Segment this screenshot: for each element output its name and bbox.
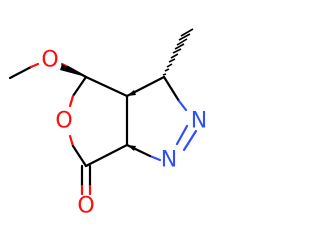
ring-oxygen-label: O: [55, 109, 72, 134]
bond-c4-to-c3a: [84, 75, 129, 98]
wedge-bond-c4-to-methoxy-oxygen: [60, 64, 86, 77]
bond-c6-to-c6a: [84, 143, 129, 168]
structure-canvas: O O O N N: [8, 28, 208, 219]
methoxy-oxygen-label: O: [41, 48, 58, 73]
bond-c4-to-ring-oxygen: [71, 75, 88, 98]
bond-methoxy-oxygen-to-c4: [66, 65, 88, 79]
wedge-bond-c3a-stereo: [127, 90, 136, 96]
bond-n-n-double-2: [175, 124, 189, 146]
bond-n-n-double-1: [182, 129, 198, 152]
bond-methoxy-oxygen-to-c4-part: [60, 62, 70, 69]
bond-methoxy-oxygen-to-methyl-part: [29, 62, 40, 69]
bond-n-lower-to-c6a-part: [148, 154, 162, 162]
molecule-structure: O O O N N: [8, 28, 207, 219]
nitrogen-upper-label: N: [191, 109, 207, 134]
wedge-bond-c6a-stereo: [127, 145, 136, 151]
bond-methyl-to-methoxy-oxygen: [8, 65, 33, 80]
bond-c3-to-n-upper: [162, 75, 181, 103]
hashed-bond-c3-to-methyl: [162, 28, 194, 76]
bond-ring-oxygen-to-c6: [71, 144, 88, 168]
bond-ring-oxygen-to-c6-part: [68, 134, 75, 148]
bond-c4-to-ring-oxygen-part: [68, 94, 75, 108]
bond-c3-to-n-upper-part: [177, 99, 188, 112]
carbonyl-oxygen-label: O: [77, 194, 94, 219]
nitrogen-lower-label: N: [161, 148, 177, 173]
